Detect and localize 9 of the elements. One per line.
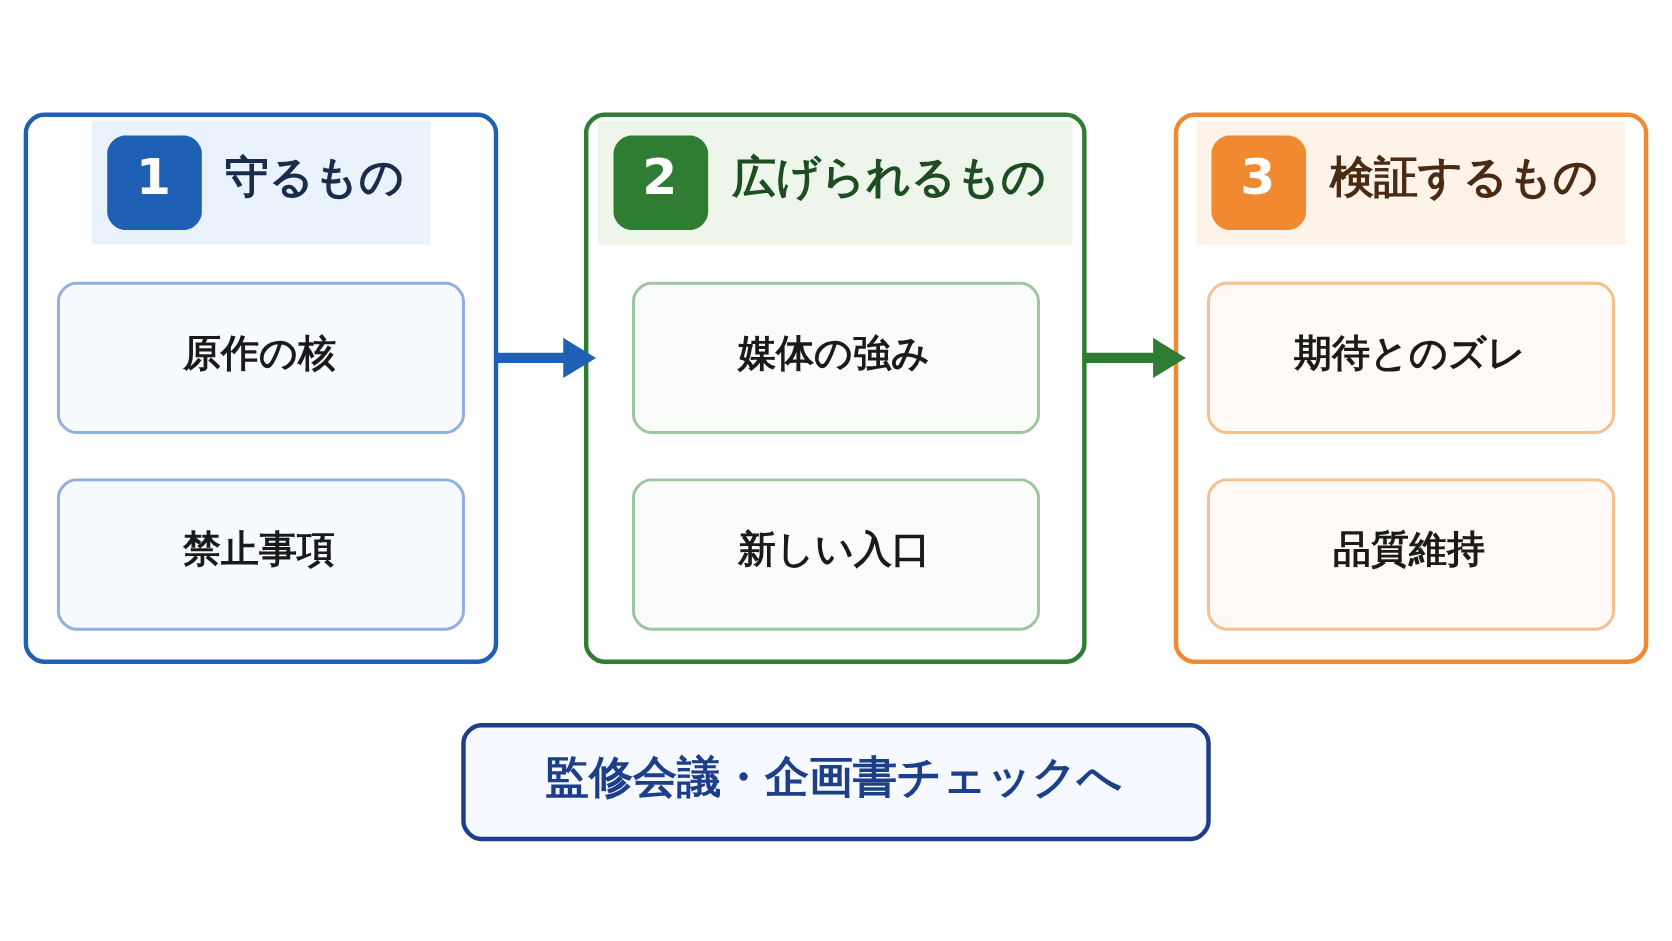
node-box: 禁止事項 [56, 477, 465, 631]
node-box: 品質維持 [1207, 477, 1616, 631]
node-box: 新しい入口 [632, 477, 1040, 631]
arrow [496, 337, 597, 378]
node-box: 原作の核 [56, 281, 465, 434]
arrow [1084, 337, 1186, 378]
node-box: 期待とのズレ [1207, 281, 1616, 434]
node-box: 監修会議・企画書チェックへ [461, 722, 1211, 841]
node-box: 媒体の強み [632, 281, 1040, 434]
